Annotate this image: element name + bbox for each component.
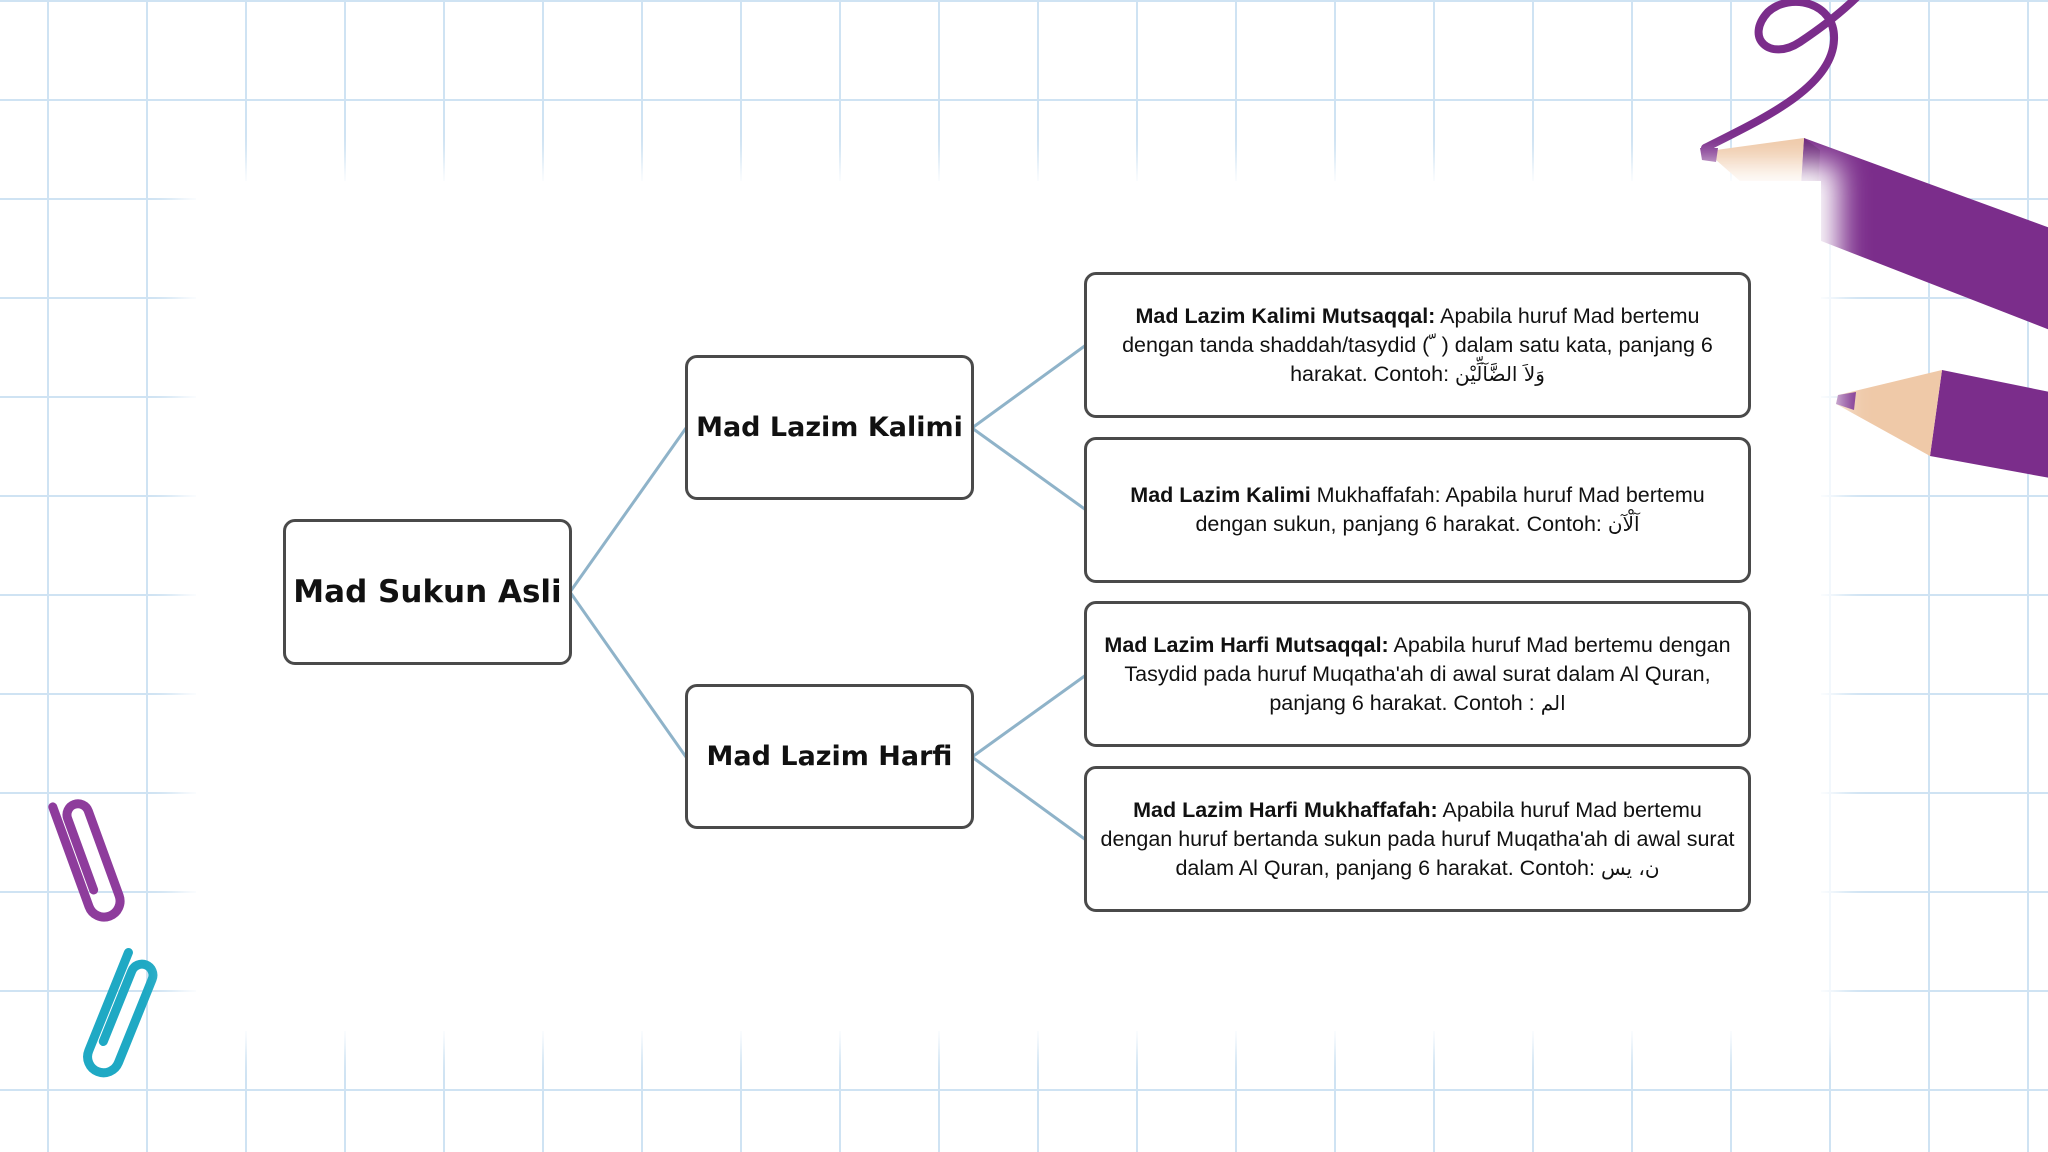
node-term: Mad Lazim Kalimi — [1130, 483, 1311, 507]
node-label: Mad Lazim Kalimi — [696, 412, 963, 443]
node-text: Apabila huruf Mad bertemu dengan tanda s… — [1122, 303, 1713, 386]
node-description: Mad Lazim Harfi Mukhaffafah: Apabila hur… — [1097, 796, 1738, 883]
node-text: Apabila huruf Mad bertemu dengan huruf b… — [1100, 797, 1735, 880]
connector-root-harfi — [568, 591, 688, 758]
paperclip-icon-purple — [48, 799, 125, 922]
arabic-example: وَلاَ الضَّآلِّيْن — [1455, 361, 1545, 386]
arabic-example: الم — [1540, 690, 1566, 715]
node-mad-lazim-kalimi: Mad Lazim Kalimi — [685, 355, 974, 500]
connector-kalimi-mutsaqqal — [971, 343, 1087, 430]
pencil-icon-bottom — [1836, 370, 2048, 478]
node-text: Mukhaffafah: Apabila huruf Mad bertemu d… — [1195, 483, 1705, 536]
node-label: Mad Sukun Asli — [293, 574, 562, 610]
node-term: Mad Lazim Harfi Mutsaqqal: — [1104, 632, 1389, 657]
node-mad-sukun-asli: Mad Sukun Asli — [283, 519, 572, 665]
paperclip-icon-teal — [83, 947, 158, 1078]
node-kalimi-mutsaqqal: Mad Lazim Kalimi Mutsaqqal: Apabila huru… — [1084, 272, 1751, 418]
node-kalimi-mukhaffafah: Mad Lazim Kalimi Mukhaffafah: Apabila hu… — [1084, 437, 1751, 583]
connector-kalimi-mukhaffafah — [971, 426, 1087, 512]
connector-harfi-mutsaqqal — [971, 673, 1087, 759]
node-text: Apabila huruf Mad bertemu dengan Tasydid… — [1124, 632, 1731, 715]
node-harfi-mutsaqqal: Mad Lazim Harfi Mutsaqqal: Apabila huruf… — [1084, 601, 1751, 747]
node-description: Mad Lazim Kalimi Mukhaffafah: Apabila hu… — [1097, 481, 1738, 539]
node-mad-lazim-harfi: Mad Lazim Harfi — [685, 684, 974, 829]
node-description: Mad Lazim Kalimi Mutsaqqal: Apabila huru… — [1097, 302, 1738, 389]
pencil-squiggle — [1701, 0, 1860, 152]
connector-root-kalimi — [568, 427, 688, 593]
node-label: Mad Lazim Harfi — [706, 741, 953, 772]
node-description: Mad Lazim Harfi Mutsaqqal: Apabila huruf… — [1097, 631, 1738, 718]
node-harfi-mukhaffafah: Mad Lazim Harfi Mukhaffafah: Apabila hur… — [1084, 766, 1751, 912]
arabic-example: ن، يس — [1600, 855, 1660, 880]
connector-harfi-mukhaffafah — [971, 755, 1087, 842]
node-term: Mad Lazim Harfi Mukhaffafah: — [1133, 797, 1438, 822]
node-term: Mad Lazim Kalimi Mutsaqqal: — [1135, 303, 1436, 328]
arabic-example: آلْآن — [1607, 512, 1640, 536]
